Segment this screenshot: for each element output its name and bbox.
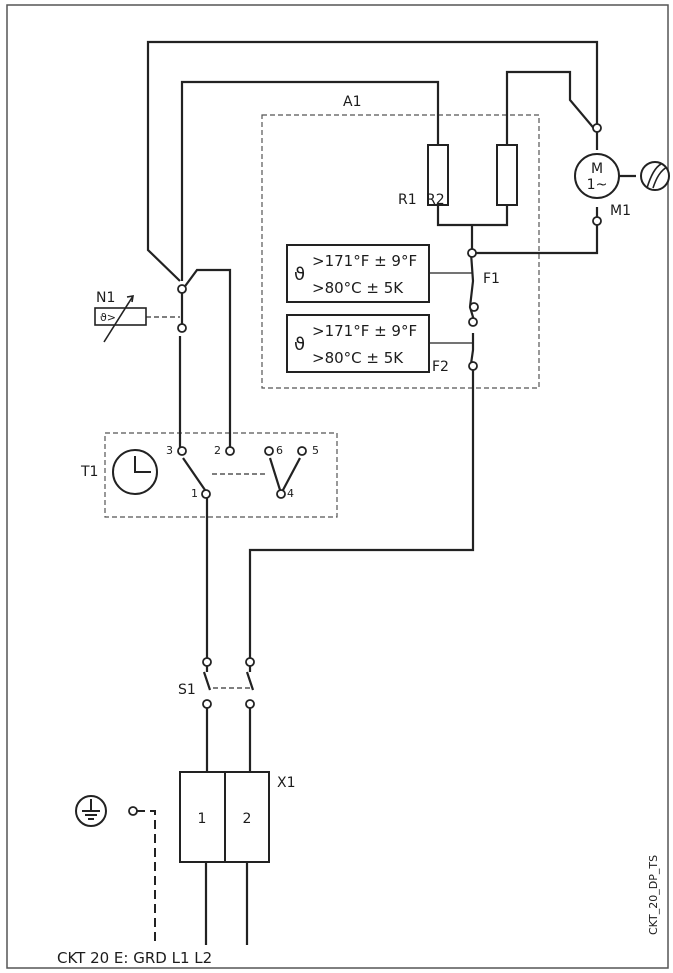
page-frame <box>6 4 669 969</box>
a1-enclosure <box>261 114 540 389</box>
cutout-f1-celsius: >80°C ± 5K <box>312 279 404 297</box>
component-enclosures <box>104 114 540 518</box>
resistors <box>427 144 518 206</box>
thermostat-symbol-f2: ϑ <box>294 334 305 355</box>
drawing-code: CKT_20_DP_TS <box>647 855 660 935</box>
thermostat-n1-symbol: ϑ> <box>100 311 116 324</box>
timer-terminal-4: 4 <box>287 487 294 500</box>
resistor-r1 <box>427 144 449 206</box>
terminal-2-label: 2 <box>243 811 252 827</box>
cutout-leaders <box>429 272 472 344</box>
label-n1: N1 <box>96 290 115 306</box>
cutout-box-f1 <box>286 244 430 303</box>
thermostat-symbol-f1: ϑ <box>294 264 305 285</box>
motor-m1 <box>574 153 620 199</box>
adjustable-arrow-icon <box>103 295 134 343</box>
motor-label-phase: 1~ <box>587 177 608 193</box>
timer-terminal-2: 2 <box>214 444 221 457</box>
contact-terminals <box>128 123 602 816</box>
t1-enclosure <box>104 432 338 518</box>
cutout-box-f2 <box>286 314 430 373</box>
circuit-label: CKT 20 E: GRD L1 L2 <box>57 949 212 967</box>
motor-label-m: M <box>591 161 603 177</box>
timer-terminal-3: 3 <box>166 444 173 457</box>
label-a1: A1 <box>343 94 361 110</box>
timer-terminal-5: 5 <box>312 444 319 457</box>
ground-wire <box>136 810 156 945</box>
fan-icon <box>640 161 670 191</box>
resistor-r2 <box>496 144 518 206</box>
cutout-f2-fahrenheit: >171°F ± 9°F <box>312 322 417 340</box>
cutout-f1-fahrenheit: >171°F ± 9°F <box>312 252 417 270</box>
label-r2: R2 <box>426 192 445 208</box>
label-x1: X1 <box>277 775 296 791</box>
label-s1: S1 <box>178 682 196 698</box>
ground-icon <box>75 795 107 827</box>
timer-terminal-6: 6 <box>276 444 283 457</box>
clock-icon <box>112 449 158 495</box>
cutout-f2-celsius: >80°C ± 5K <box>312 349 404 367</box>
label-r1: R1 <box>398 192 417 208</box>
terminal-1-label: 1 <box>198 811 207 827</box>
dashed-linkages <box>146 316 265 689</box>
label-t1: T1 <box>80 464 98 480</box>
thermal-cutout-boxes <box>286 244 430 373</box>
timer-terminal-1: 1 <box>191 487 198 500</box>
label-m1: M1 <box>610 203 631 219</box>
terminal-block-x1 <box>179 771 270 863</box>
label-f2: F2 <box>432 359 449 375</box>
label-f1: F1 <box>483 271 500 287</box>
